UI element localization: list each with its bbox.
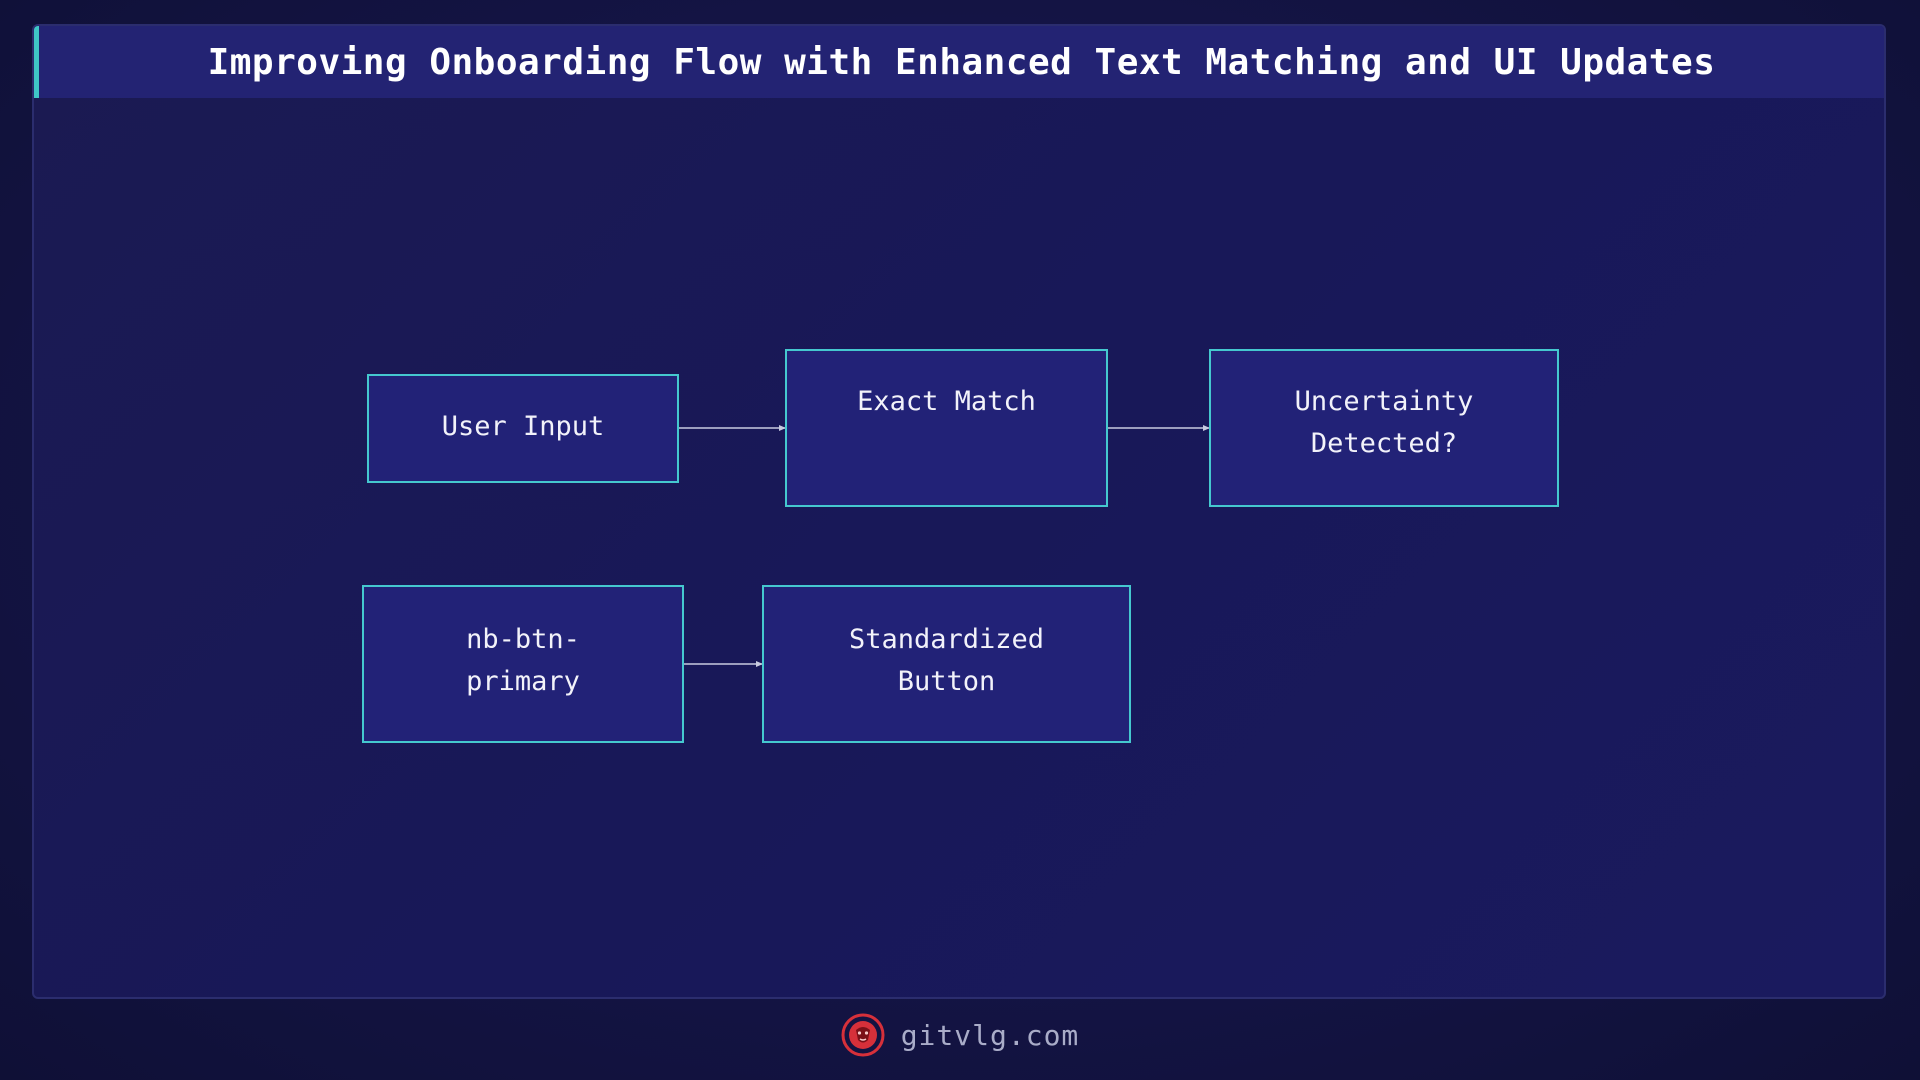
node-nb-btn-primary: nb-btn- primary [362,585,684,743]
footer-site-text: gitvlg.com [900,1018,1080,1052]
node-exact-match: Exact Match [785,349,1108,507]
node-uncertainty-detected-label: Uncertainty Detected? [1294,386,1474,459]
lion-head-icon [841,1013,885,1057]
node-standardized-button-label: Standardized Button [848,624,1045,697]
node-user-input-label: User Input [441,411,605,442]
node-uncertainty-detected: Uncertainty Detected? [1209,349,1559,507]
node-standardized-button: Standardized Button [762,585,1131,743]
footer: gitvlg.com [0,1010,1920,1060]
diagram-frame: Improving Onboarding Flow with Enhanced … [32,24,1886,999]
node-exact-match-label: Exact Match [857,386,1036,417]
node-user-input: User Input [367,374,679,483]
node-nb-btn-primary-label: nb-btn- primary [466,624,580,697]
title-bar: Improving Onboarding Flow with Enhanced … [34,26,1884,98]
page-title: Improving Onboarding Flow with Enhanced … [207,41,1716,83]
